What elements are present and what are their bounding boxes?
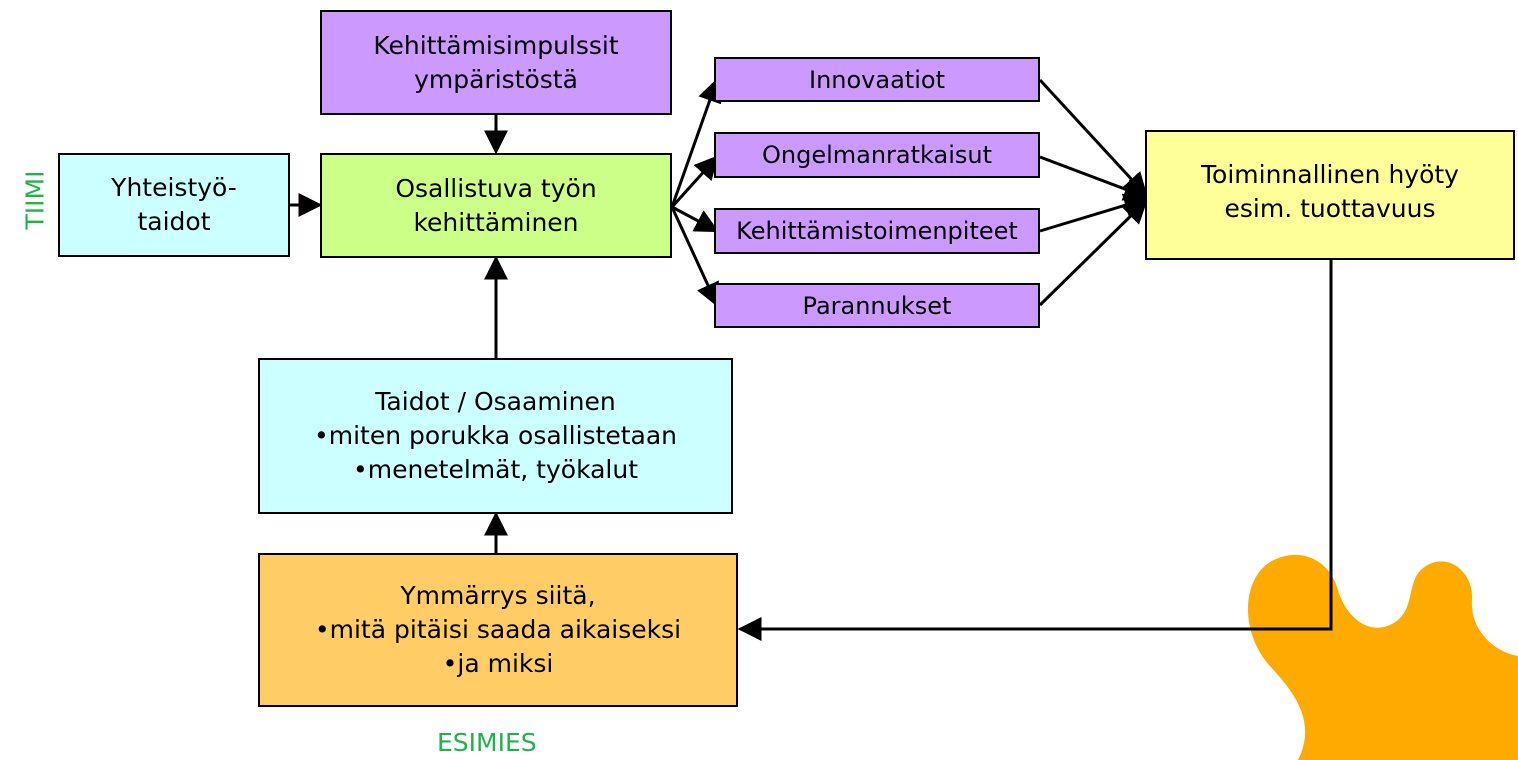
understanding-bullet-1: •mitä pitäisi saada aikaiseksi — [314, 615, 682, 644]
development-actions-label: Kehittämistoimenpiteet — [736, 217, 1018, 245]
skills-box: Taidot / Osaaminen •miten porukka osalli… — [258, 358, 733, 514]
benefit-box: Toiminnallinen hyöty esim. tuottavuus — [1145, 130, 1515, 260]
arrow-to-innovations — [670, 77, 722, 208]
supervisor-label: ESIMIES — [437, 728, 537, 757]
impulses-box: Kehittämisimpulssit ympäristöstä — [320, 10, 672, 115]
participatory-line1: Osallistuva työn — [395, 173, 597, 203]
arrow-benefit-to-understanding — [737, 260, 1333, 641]
decorative-blob — [1247, 554, 1518, 760]
benefit-line2: esim. tuottavuus — [1224, 194, 1436, 223]
collaboration-line1: Yhteistyö- — [111, 173, 237, 202]
arrow-innovations-to-benefit — [1038, 78, 1148, 197]
benefit-line1: Toiminnallinen hyöty — [1201, 160, 1459, 189]
team-label: TIIMI — [20, 170, 50, 230]
understanding-box: Ymmärrys siitä, •mitä pitäisi saada aika… — [258, 553, 738, 707]
collaboration-line2: taidot — [137, 207, 211, 236]
understanding-title: Ymmärrys siitä, — [400, 581, 596, 610]
problem-solving-box: Ongelmanratkaisut — [714, 132, 1040, 178]
improvements-box: Parannukset — [714, 283, 1040, 328]
arrow-problem-solving-to-benefit — [1039, 155, 1149, 201]
skills-bullet-2: •menetelmät, työkalut — [352, 455, 639, 484]
impulses-line2: ympäristöstä — [414, 64, 578, 94]
collaboration-box: Yhteistyö- taidot — [58, 153, 290, 257]
participatory-line2: kehittäminen — [413, 207, 579, 237]
problem-solving-label: Ongelmanratkaisut — [761, 141, 993, 169]
skills-bullet-1: •miten porukka osallistetaan — [313, 421, 678, 450]
arrow-to-problem-solving — [670, 155, 719, 209]
innovations-label: Innovaatiot — [809, 65, 945, 94]
understanding-bullet-2: •ja miksi — [442, 649, 554, 678]
impulses-line1: Kehittämisimpulssit — [373, 30, 619, 60]
arrow-to-development-actions — [671, 205, 720, 233]
participatory-box: Osallistuva työn kehittäminen — [320, 153, 672, 258]
improvements-label: Parannukset — [802, 291, 952, 320]
arrow-to-improvements — [670, 206, 719, 308]
development-actions-box: Kehittämistoimenpiteet — [714, 208, 1040, 254]
skills-title: Taidot / Osaaminen — [375, 387, 616, 416]
arrow-improvements-to-benefit — [1038, 199, 1148, 307]
innovations-box: Innovaatiot — [714, 57, 1040, 102]
